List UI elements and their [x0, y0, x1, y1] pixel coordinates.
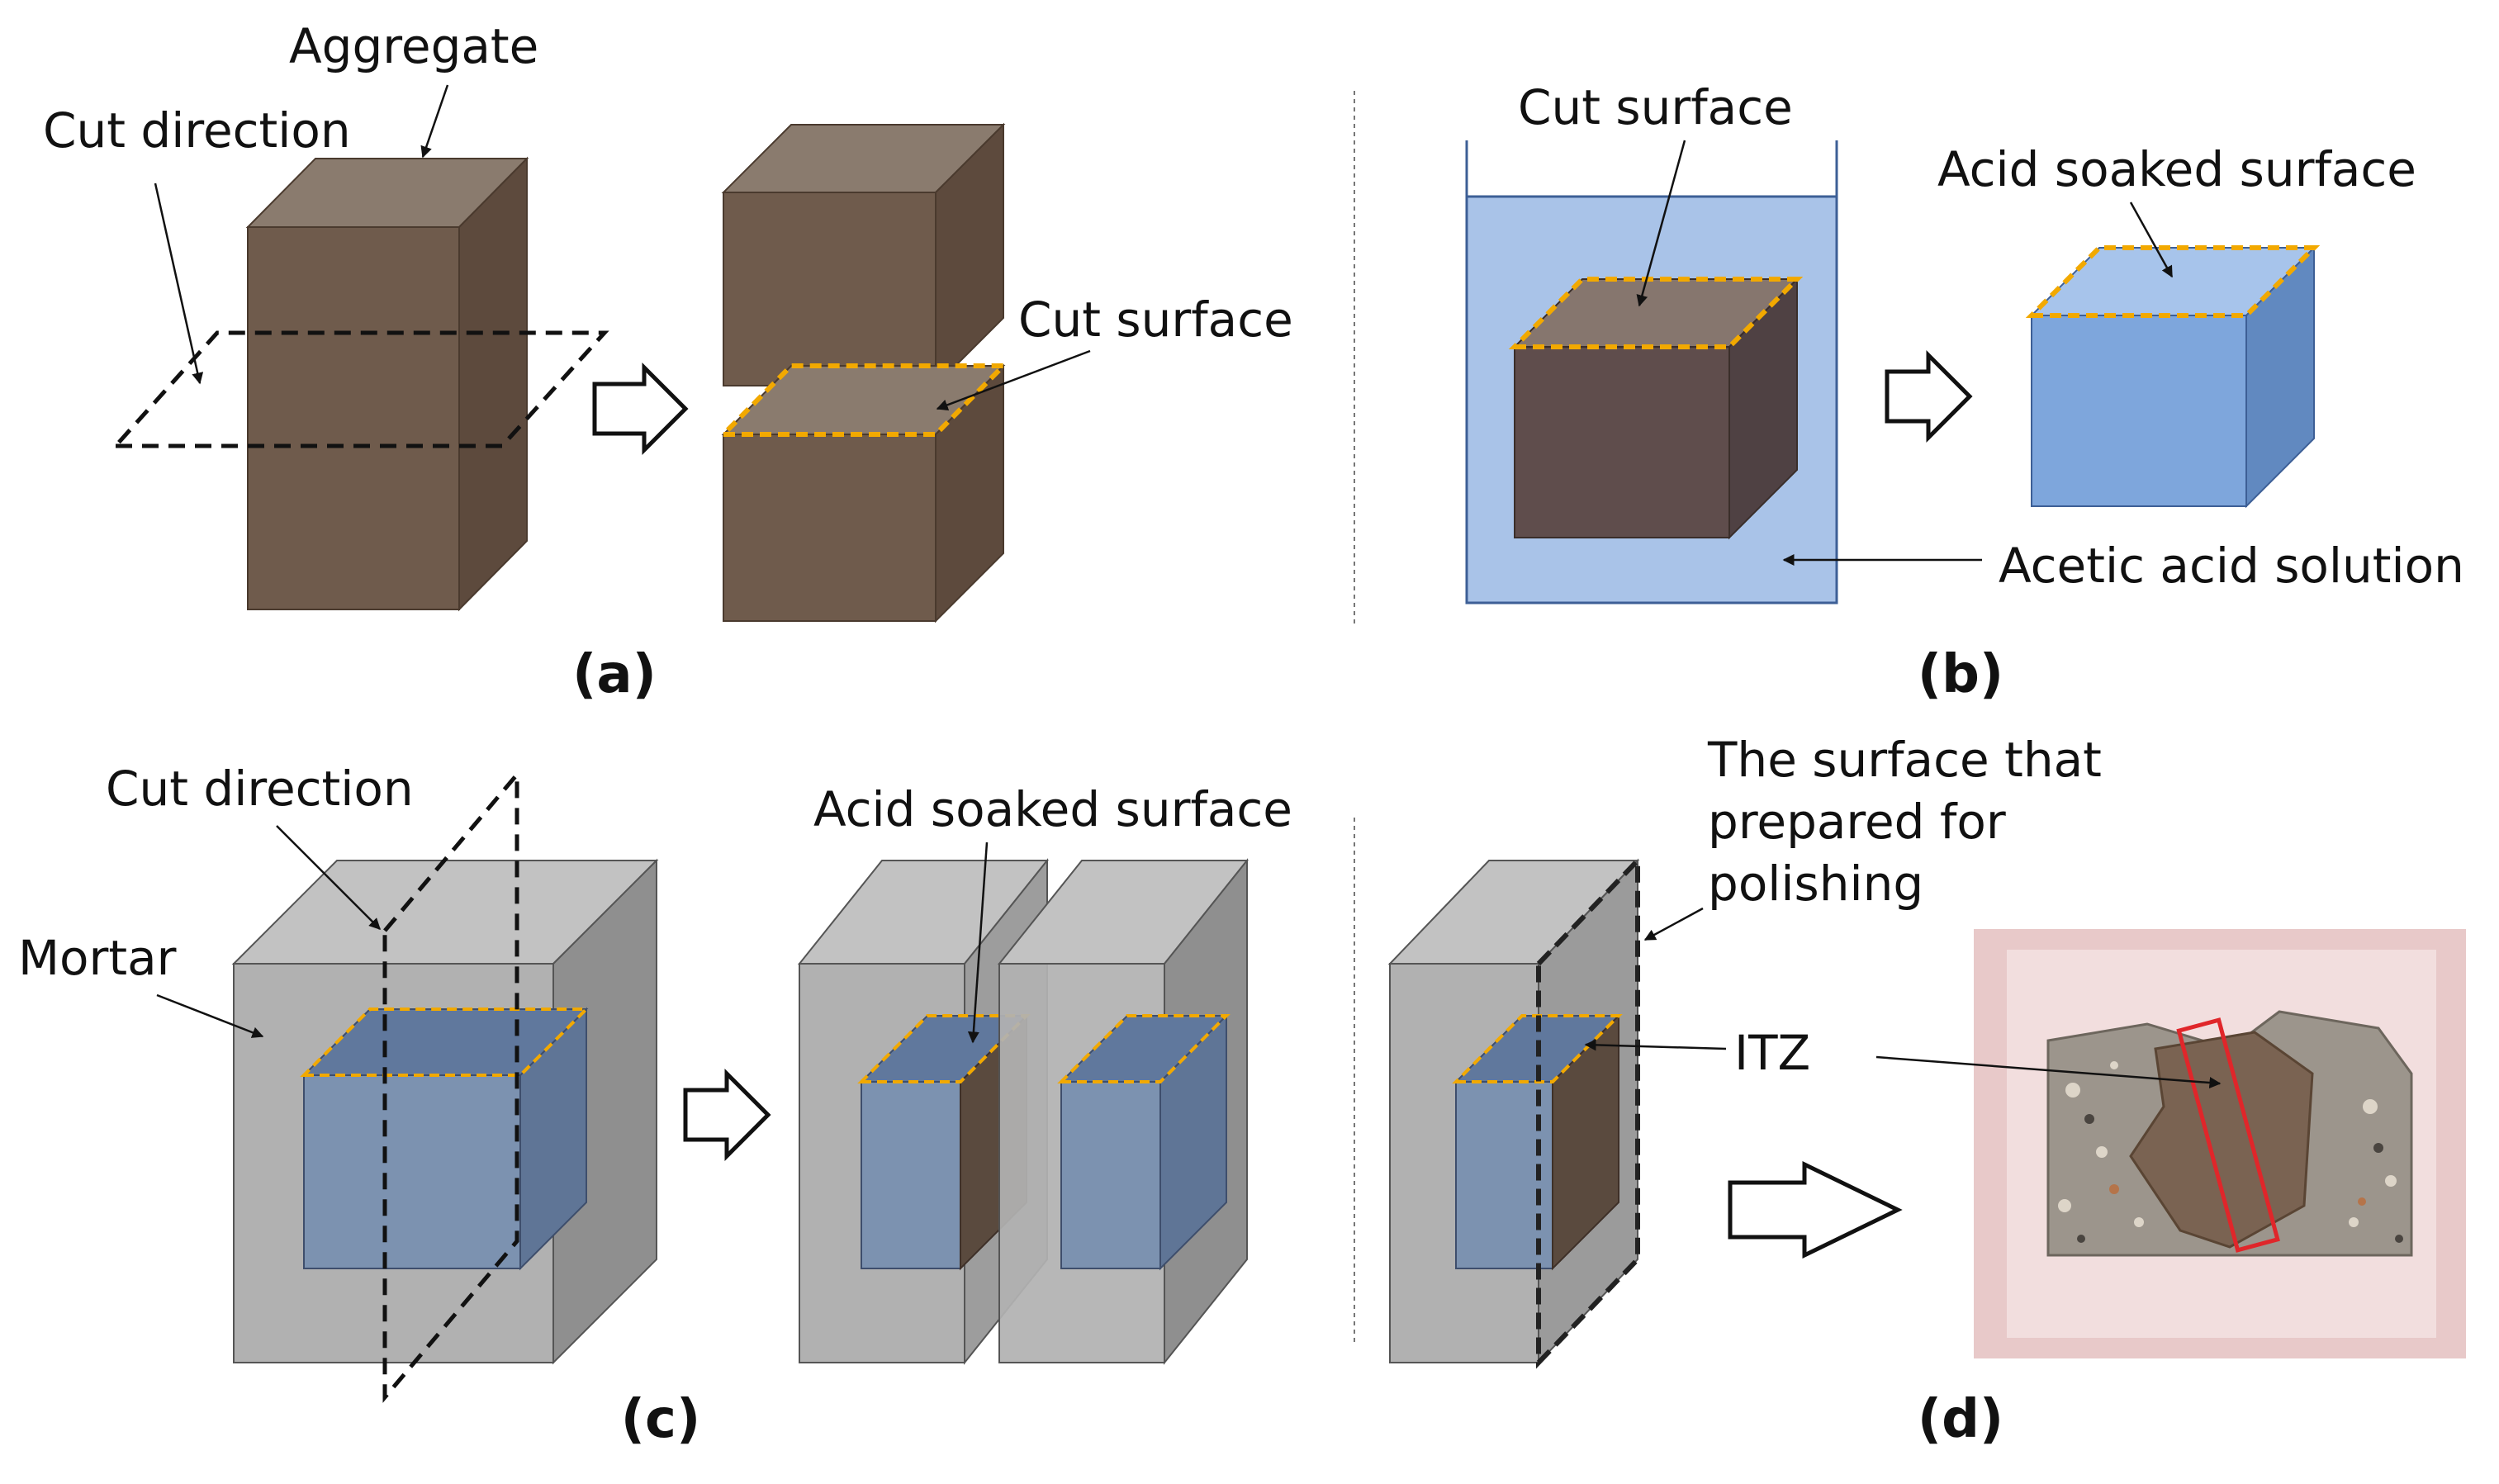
acid-soaked-outline-b: [2025, 245, 2321, 318]
aggregate-lower-piece: [717, 363, 1010, 623]
polish-block: [1387, 854, 1640, 1369]
grain: [2385, 1175, 2397, 1187]
grain: [2109, 1184, 2119, 1194]
grain: [2134, 1217, 2144, 1227]
leader-acid-soaked-c: [967, 842, 989, 1044]
panel-label-d: (d): [1918, 1389, 2003, 1450]
label-mortar: Mortar: [18, 930, 177, 986]
process-arrow-d: [1728, 1161, 1903, 1259]
label-cut-direction-a: Cut direction: [43, 102, 351, 159]
cut-surface-outline-b: [1508, 277, 1804, 349]
aggregate-front-face: [247, 226, 460, 610]
soaking-aggregate-cube: [1508, 277, 1804, 540]
panel-d: The surface that prepared for polishing …: [1387, 732, 2466, 1450]
leader-cut-direction-a: [154, 183, 204, 385]
aggregate-block: [245, 156, 529, 612]
grain: [2349, 1217, 2359, 1227]
label-cut-surface-b: Cut surface: [1518, 79, 1793, 135]
label-polish-line3: polishing: [1708, 856, 1923, 912]
process-arrow-a: [592, 362, 689, 456]
polish-cube-outline: [1452, 1014, 1623, 1083]
right-half-cube-front: [1060, 1081, 1161, 1269]
soaking-cube-front-face: [1514, 346, 1730, 538]
panel-a: Aggregate Cut direction Cut surface (a): [43, 18, 1293, 705]
label-cut-surface-a: Cut surface: [1018, 292, 1293, 348]
grain: [2395, 1235, 2403, 1243]
grain: [2363, 1099, 2378, 1114]
label-cut-direction-c: Cut direction: [106, 761, 414, 817]
leader-polish: [1643, 907, 1704, 941]
label-acid-soaked-b: Acid soaked surface: [1937, 141, 2416, 197]
sand-grains: [2058, 1061, 2397, 1227]
lower-piece-front-face: [723, 434, 937, 622]
leader-itz-left: [1584, 1039, 1727, 1051]
label-acid-soaked-c: Acid soaked surface: [813, 781, 1292, 837]
leader-acid-soaked-b: [2129, 202, 2174, 278]
label-itz: ITZ: [1734, 1025, 1810, 1081]
mortar-block: [231, 858, 659, 1365]
embedded-cube-outline: [300, 1008, 590, 1077]
grain: [2373, 1143, 2383, 1153]
dark-grains: [2077, 1114, 2403, 1243]
cut-plane-c: [382, 769, 519, 1403]
panel-c: Cut direction Mortar Acid soaked surface…: [18, 761, 1292, 1450]
leader-cut-surface-b: [1636, 140, 1686, 307]
label-polish-line1: The surface that: [1707, 732, 2102, 788]
process-arrow-c: [683, 1068, 771, 1162]
grain: [2058, 1199, 2071, 1212]
leader-aggregate: [420, 84, 449, 159]
leader-itz-right: [1875, 1055, 2222, 1089]
cut-plane-a: [111, 330, 609, 448]
mortar-half-right: [997, 858, 1250, 1365]
grain: [2084, 1114, 2094, 1124]
leader-mortar: [156, 993, 264, 1038]
grain: [2358, 1197, 2366, 1206]
grain: [2096, 1146, 2108, 1158]
grain: [2110, 1061, 2118, 1069]
cut-surface-outline-a: [717, 363, 1010, 437]
leader-cut-surface-a: [936, 349, 1091, 411]
aggregate-upper-piece: [721, 122, 1006, 388]
grain: [2077, 1235, 2085, 1243]
label-polish-line2: prepared for: [1708, 794, 2006, 850]
polished-specimen-photo: [1974, 929, 2466, 1358]
upper-piece-front-face: [723, 192, 937, 386]
itz-highlight-box: [2176, 1017, 2280, 1253]
polishing-surface-outline: [1536, 854, 1640, 1369]
acid-soaked-cube: [2025, 245, 2321, 509]
panel-label-c: (c): [621, 1389, 700, 1450]
aggregate-side-face: [458, 156, 528, 612]
panel-label-b: (b): [1918, 644, 2003, 705]
upper-piece-side-face: [935, 122, 1004, 388]
label-acetic-acid: Acetic acid solution: [1999, 538, 2464, 594]
panel-label-a: (a): [572, 644, 657, 705]
right-half-outline: [1057, 1014, 1231, 1083]
grain: [2065, 1083, 2080, 1098]
label-aggregate: Aggregate: [289, 18, 538, 74]
left-half-cube-front: [861, 1081, 961, 1269]
leader-cut-direction-c: [276, 825, 381, 930]
acid-cube-front-face: [2031, 315, 2247, 507]
panel-b: Cut surface Acid soaked surface Acetic a…: [1465, 79, 2464, 705]
process-arrow-b: [1885, 349, 1973, 443]
embedded-cube-front: [303, 1074, 521, 1269]
rust-grains: [2109, 1184, 2366, 1206]
